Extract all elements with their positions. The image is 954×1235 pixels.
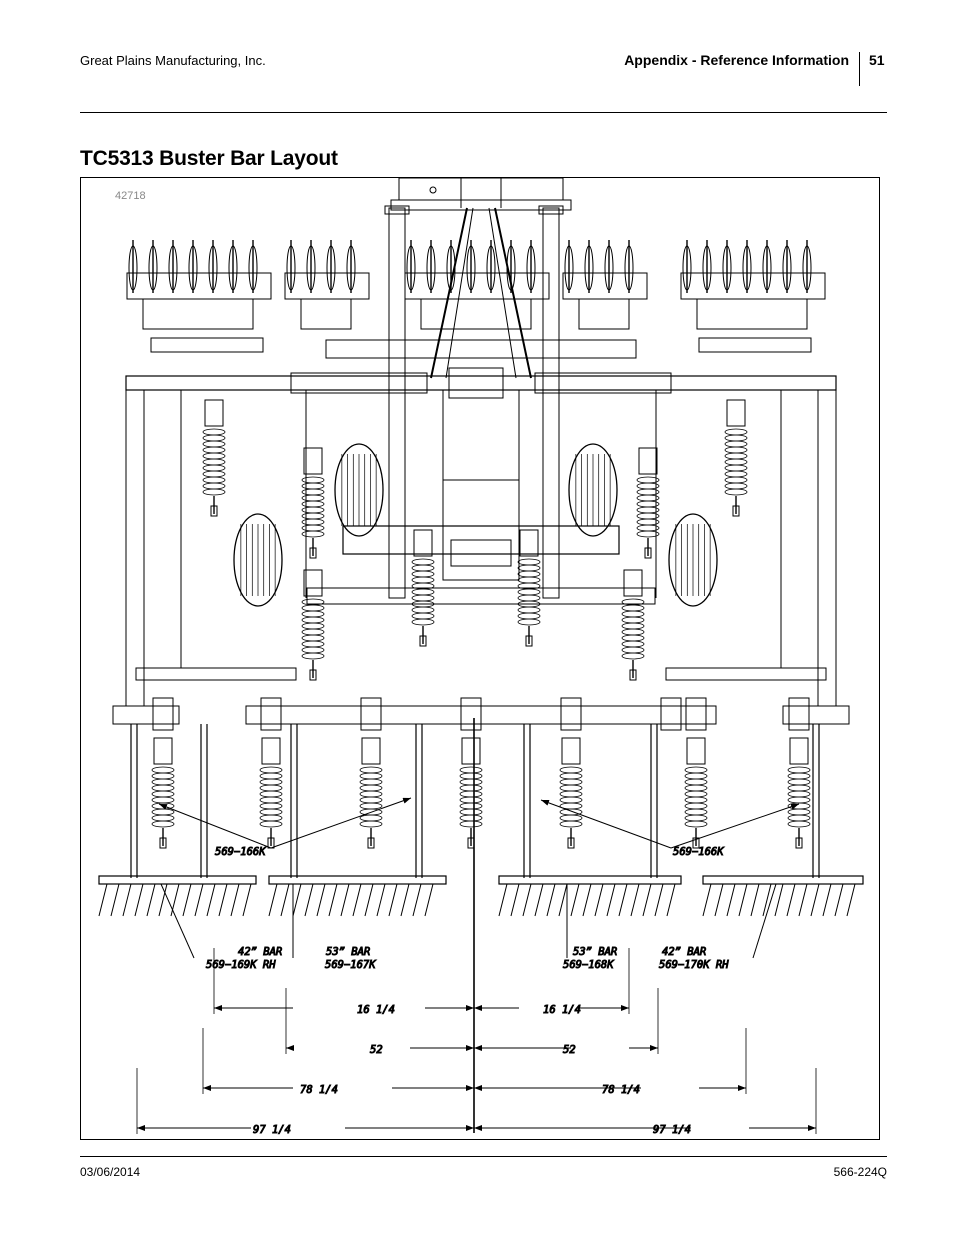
callout-right-part: 569−166K bbox=[673, 846, 724, 858]
dim-outer-left: 78 1/4 bbox=[300, 1084, 338, 1096]
callout-53-bar-left: 53” BAR bbox=[326, 946, 370, 958]
callout-42-bar-right: 42” BAR bbox=[662, 946, 706, 958]
footer-date: 03/06/2014 bbox=[80, 1165, 141, 1179]
callout-42-bar-right-pn: 569−170K RH bbox=[659, 959, 729, 971]
callout-left-part: 569−166K bbox=[215, 846, 266, 858]
dim-mid-right: 52 bbox=[563, 1044, 576, 1056]
figure-number: 42718 bbox=[115, 190, 146, 202]
header-company: Great Plains Manufacturing, Inc. bbox=[80, 53, 266, 68]
dim-inner-right: 16 1/4 bbox=[543, 1004, 581, 1016]
footer-doc-number: 566-224Q bbox=[833, 1165, 887, 1179]
header-rule bbox=[80, 112, 887, 113]
dim-full-right: 97 1/4 bbox=[653, 1124, 691, 1136]
dim-mid-left: 52 bbox=[370, 1044, 383, 1056]
dim-inner-left: 16 1/4 bbox=[357, 1004, 395, 1016]
footer-rule bbox=[80, 1156, 887, 1157]
callout-42-bar-left: 42” BAR bbox=[238, 946, 282, 958]
layout-drawing: 569−166K 569−166K 42” BAR 569−169K RH 53… bbox=[98, 178, 864, 1137]
header-section: Appendix - Reference Information bbox=[624, 52, 849, 68]
callout-53-bar-right: 53” BAR bbox=[573, 946, 617, 958]
callout-53-bar-right-pn: 569−168K bbox=[563, 959, 614, 971]
callout-53-bar-left-pn: 569−167K bbox=[325, 959, 376, 971]
header-divider bbox=[859, 52, 860, 86]
buster-bar-layout-figure: 42718 569−166K 569−166K 42” BAR 569−169K… bbox=[80, 177, 880, 1140]
callout-42-bar-left-pn: 569−169K RH bbox=[206, 959, 276, 971]
dim-full-left: 97 1/4 bbox=[253, 1124, 291, 1136]
page-number: 51 bbox=[869, 52, 885, 68]
dim-outer-right: 78 1/4 bbox=[602, 1084, 640, 1096]
machine-frame bbox=[98, 178, 864, 1134]
page-title: TC5313 Buster Bar Layout bbox=[80, 147, 338, 170]
